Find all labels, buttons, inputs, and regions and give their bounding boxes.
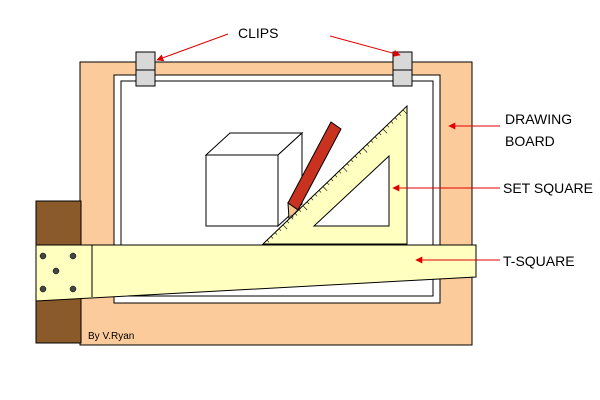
set-square-tick <box>386 124 390 128</box>
set-square-tick <box>294 213 298 216</box>
set-square-tick <box>322 186 328 192</box>
set-square-tick <box>270 236 274 239</box>
set-square-tick <box>310 197 314 201</box>
set-square-tick <box>354 155 358 159</box>
set-square-tick <box>358 151 362 155</box>
set-square-tick <box>298 209 302 212</box>
set-square-tick <box>402 109 408 115</box>
set-square-tick <box>282 224 288 230</box>
set-square-tick <box>370 140 374 143</box>
label-set-square: SET SQUARE <box>503 180 593 196</box>
arrow-clips-right <box>329 35 401 57</box>
set-square-tick <box>366 144 370 147</box>
pencil <box>287 121 342 221</box>
set-square-tick <box>302 205 308 211</box>
label-drawing-board-line1: DRAWING <box>505 111 572 127</box>
set-square-tick <box>382 128 388 134</box>
set-square-tick <box>362 147 368 153</box>
clip-left <box>135 51 156 87</box>
set-square-tick <box>326 182 330 186</box>
set-square <box>261 104 408 245</box>
set-square-tick <box>390 121 394 124</box>
label-clips: CLIPS <box>238 25 278 41</box>
label-drawing-board-line2: BOARD <box>505 133 555 149</box>
cube-drawing <box>204 131 304 228</box>
label-t-square: T-SQUARE <box>503 253 575 269</box>
set-square-tick <box>330 178 334 182</box>
set-square-tick <box>266 239 270 243</box>
t-square-screws <box>39 252 77 293</box>
set-square-tick <box>334 174 338 178</box>
credit-text: By V.Ryan <box>88 331 134 342</box>
set-square-tick <box>378 132 382 136</box>
set-square-tick <box>398 113 402 117</box>
set-square-tick <box>274 232 278 235</box>
set-square-tick <box>346 163 350 166</box>
set-square-tick <box>278 228 282 232</box>
t-square-blade <box>35 244 477 302</box>
clip-right <box>392 51 413 87</box>
set-square-tick <box>318 190 322 193</box>
set-square-tick <box>394 117 398 120</box>
set-square-tick <box>350 159 354 163</box>
set-square-tick <box>286 220 290 224</box>
set-square-tick <box>342 167 348 172</box>
set-square-tick <box>314 193 318 197</box>
set-square-tick <box>338 170 342 174</box>
set-square-tick <box>306 201 310 205</box>
set-square-tick <box>374 136 378 140</box>
arrow-clips-left <box>156 33 229 62</box>
